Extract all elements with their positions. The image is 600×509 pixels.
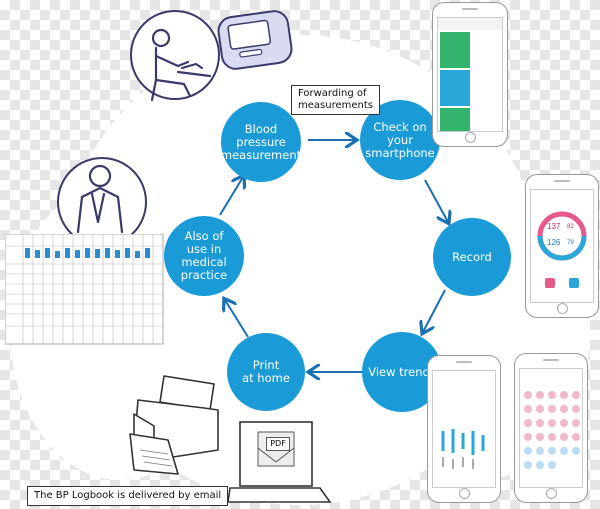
laptop-icon	[228, 421, 332, 503]
node-record: Record	[433, 218, 511, 296]
calendar-mini	[524, 391, 580, 469]
node-record-label: Record	[452, 249, 492, 264]
arrow-check-to-record	[424, 179, 448, 222]
node-print-home: Print at home	[227, 333, 305, 411]
person-measuring-icon	[130, 10, 293, 102]
node-medical-practice: Also of use in medical practice	[164, 216, 244, 296]
phone-trends	[427, 355, 501, 503]
phone-dashboard	[432, 2, 508, 147]
arrow-print-to-medical	[225, 300, 249, 338]
trends-mini-chart	[441, 429, 485, 469]
node-check-smartphone-label: Check on your smartphone	[365, 119, 435, 160]
record-dia2: 79	[567, 240, 574, 246]
record-sys: 137	[547, 222, 561, 231]
phone-calendar	[514, 353, 588, 503]
node-bp-measurement: Blood pressure measurement	[221, 102, 301, 182]
doctor-icon	[57, 157, 147, 247]
node-print-home-label: Print at home	[242, 358, 290, 385]
pdf-badge: PDF	[266, 437, 290, 451]
node-view-trends-label: View trends	[368, 364, 436, 379]
node-bp-measurement-label: Blood pressure measurement	[220, 121, 302, 162]
arrow-record-to-trends	[423, 289, 446, 332]
node-medical-practice-label: Also of use in medical practice	[180, 229, 228, 282]
record-gauge	[537, 211, 587, 288]
printer-icon	[129, 375, 219, 475]
logbook-table-icon	[5, 234, 164, 345]
arrow-medical-to-measure	[219, 177, 243, 216]
record-sys2: 126	[547, 238, 561, 247]
bp-monitor-icon	[217, 10, 293, 70]
phone-record: 137 82 126 79	[525, 174, 599, 318]
forwarding-label: Forwarding of measurements	[291, 85, 380, 115]
node-check-smartphone: Check on your smartphone	[360, 100, 440, 180]
logbook-email-label: The BP Logbook is delivered by email	[27, 486, 229, 506]
record-dia: 82	[567, 224, 574, 230]
